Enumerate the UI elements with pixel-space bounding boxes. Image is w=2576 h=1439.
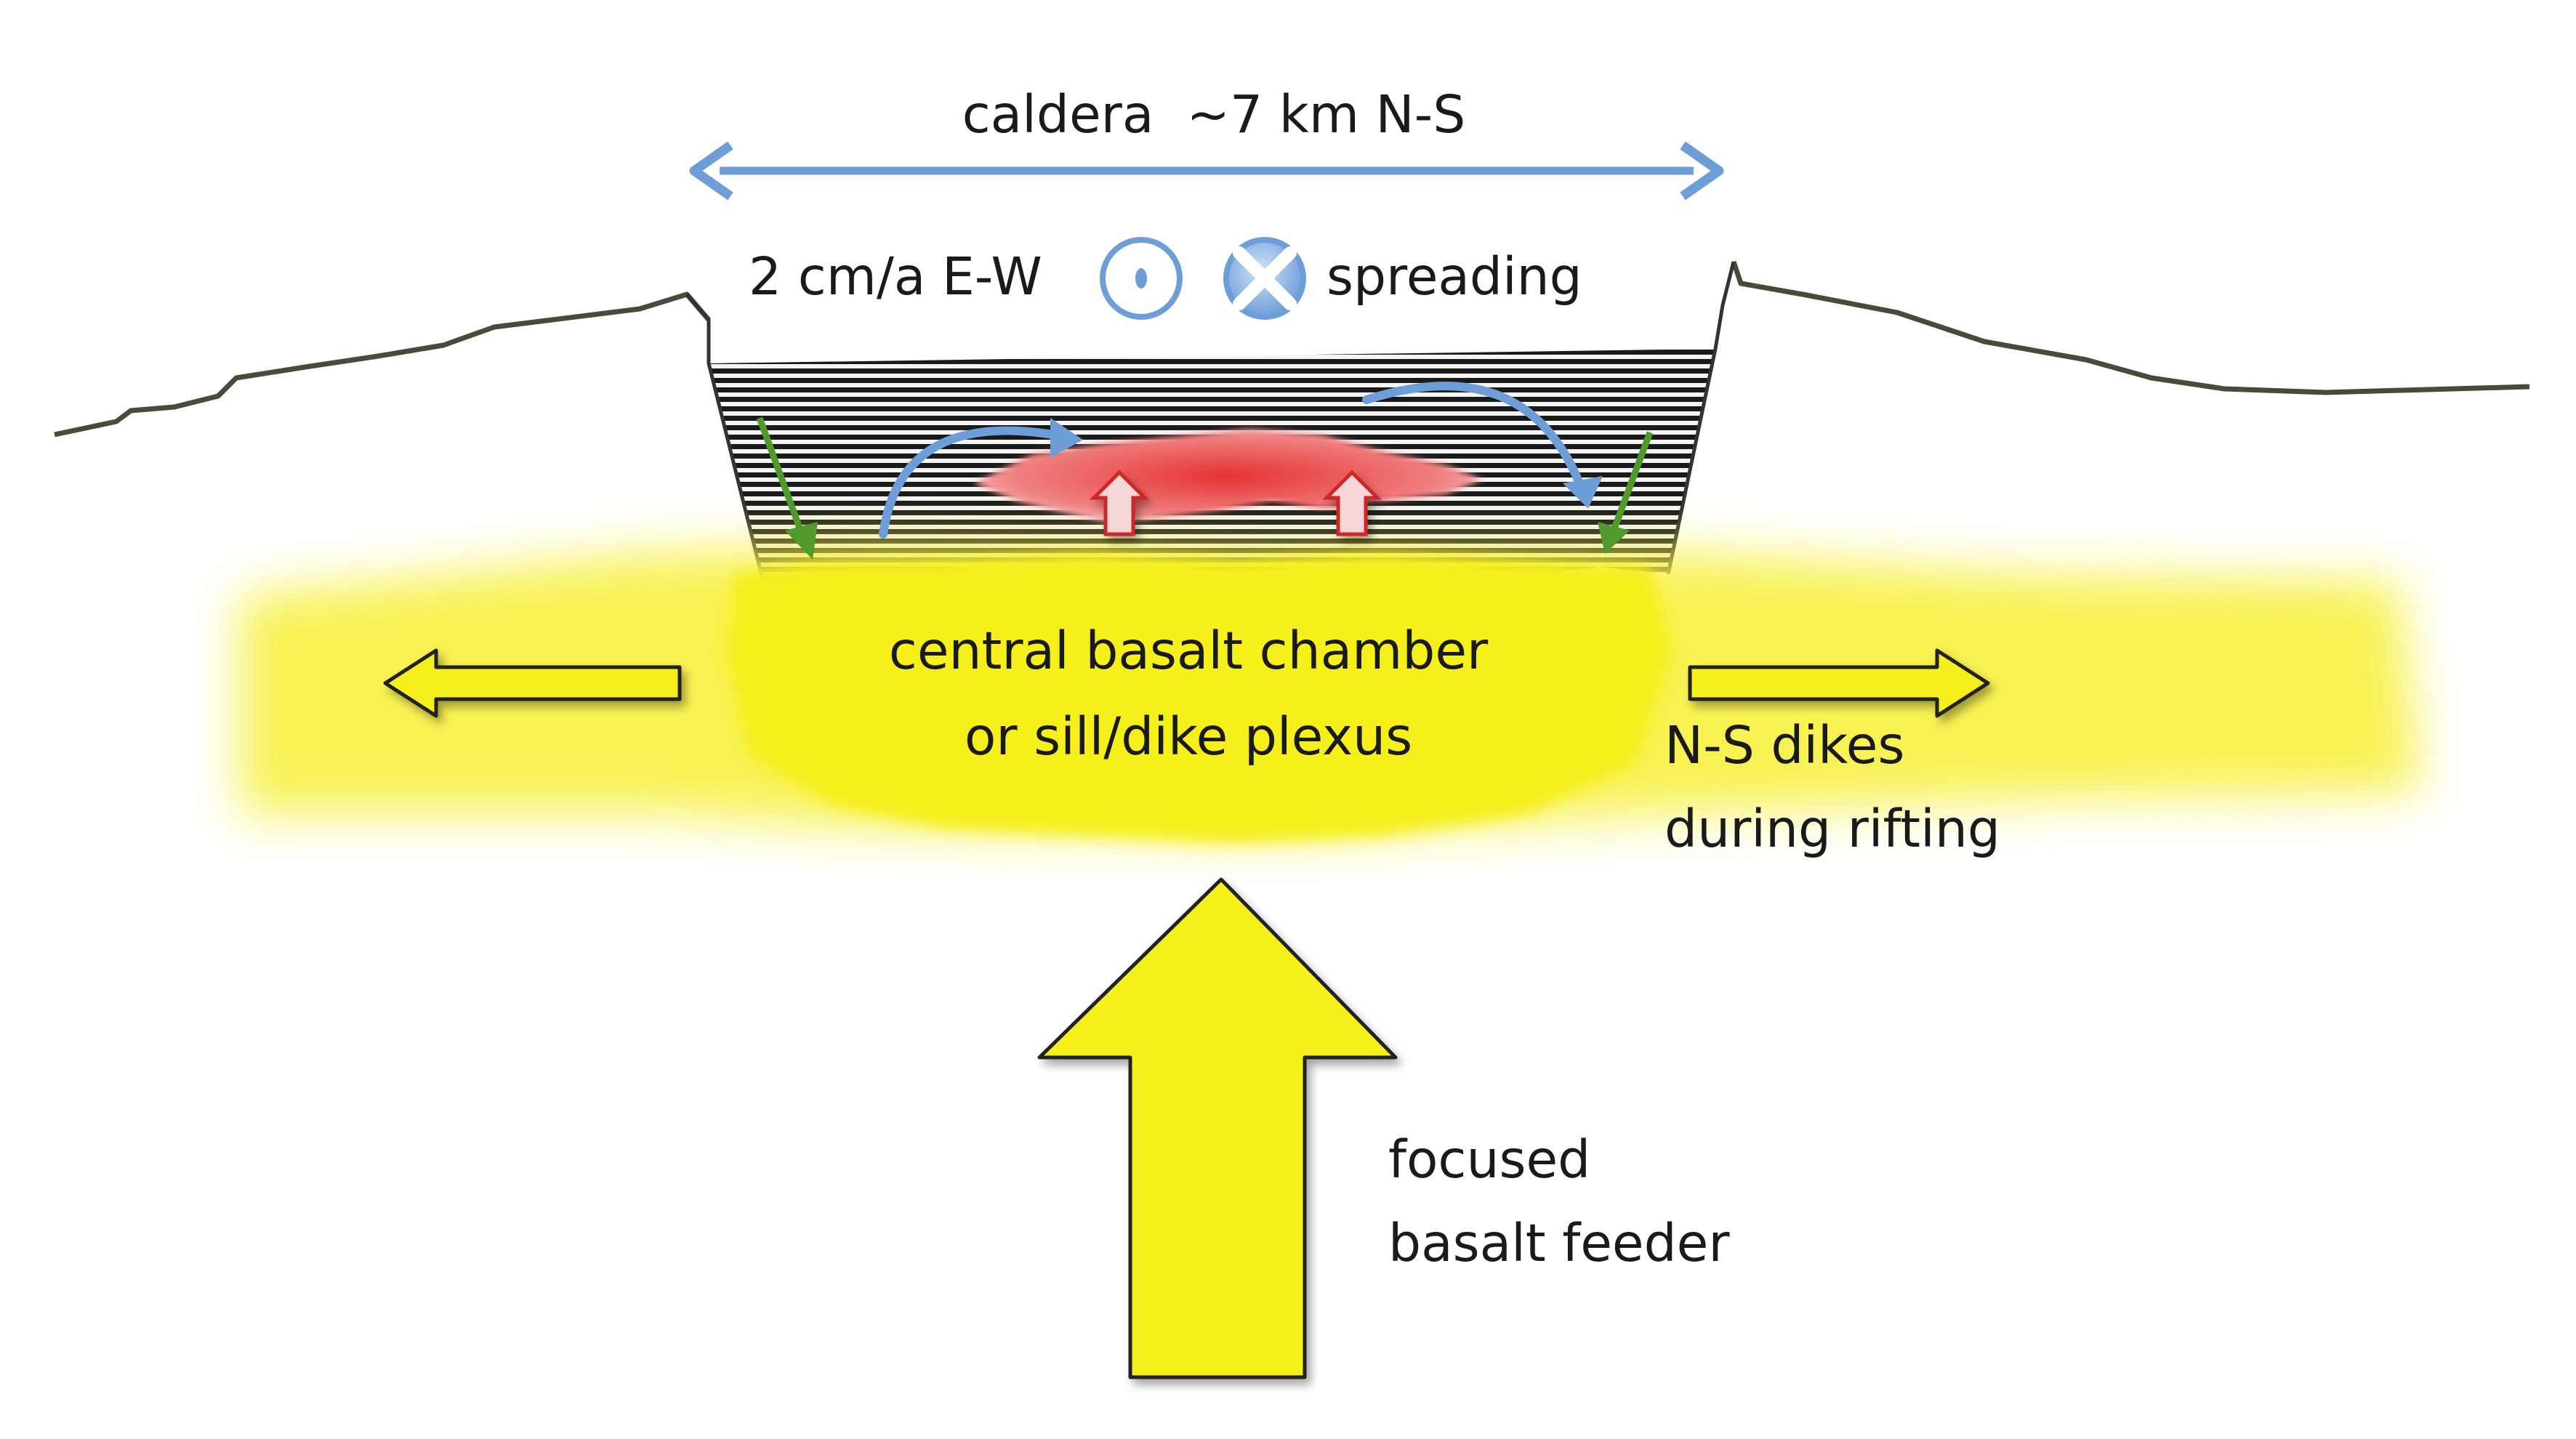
spreading-label: spreading xyxy=(1327,246,1582,307)
dikes-label-line2: during rifting xyxy=(1665,799,2000,859)
magma-rise-arrow-left xyxy=(1089,469,1150,536)
caldera-wall-east xyxy=(1666,261,1736,575)
circle-x-icon xyxy=(1223,237,1306,320)
circle-dot-icon xyxy=(1100,237,1183,320)
dikes-label-line1: N-S dikes xyxy=(1665,715,1904,775)
feeder-label-line1: focused xyxy=(1388,1129,1590,1190)
caldera-wall-west xyxy=(685,293,765,582)
topography-line xyxy=(54,260,2530,438)
caldera-width-label: caldera ~7 km N-S xyxy=(962,84,1466,145)
convection-arrow-left xyxy=(879,418,1083,539)
dike-arrow-east xyxy=(1688,648,1990,718)
dike-arrow-west xyxy=(383,648,682,718)
chamber-label-line1: central basalt chamber xyxy=(889,621,1489,681)
basalt-chamber-band xyxy=(240,545,2420,843)
convection-arrow-right xyxy=(1362,382,1603,509)
large-yellow-arrow-icon xyxy=(1037,877,1398,1379)
subsidence-arrow-right xyxy=(1598,431,1654,554)
spreading-rate-label: 2 cm/a E-W xyxy=(749,246,1042,307)
caldera-width-arrow xyxy=(689,141,1724,201)
magma-rise-arrow-right xyxy=(1321,469,1382,536)
feeder-label-line2: basalt feeder xyxy=(1388,1213,1730,1273)
subsidence-arrow-left xyxy=(756,416,818,560)
chamber-label-line2: or sill/dike plexus xyxy=(965,706,1412,767)
